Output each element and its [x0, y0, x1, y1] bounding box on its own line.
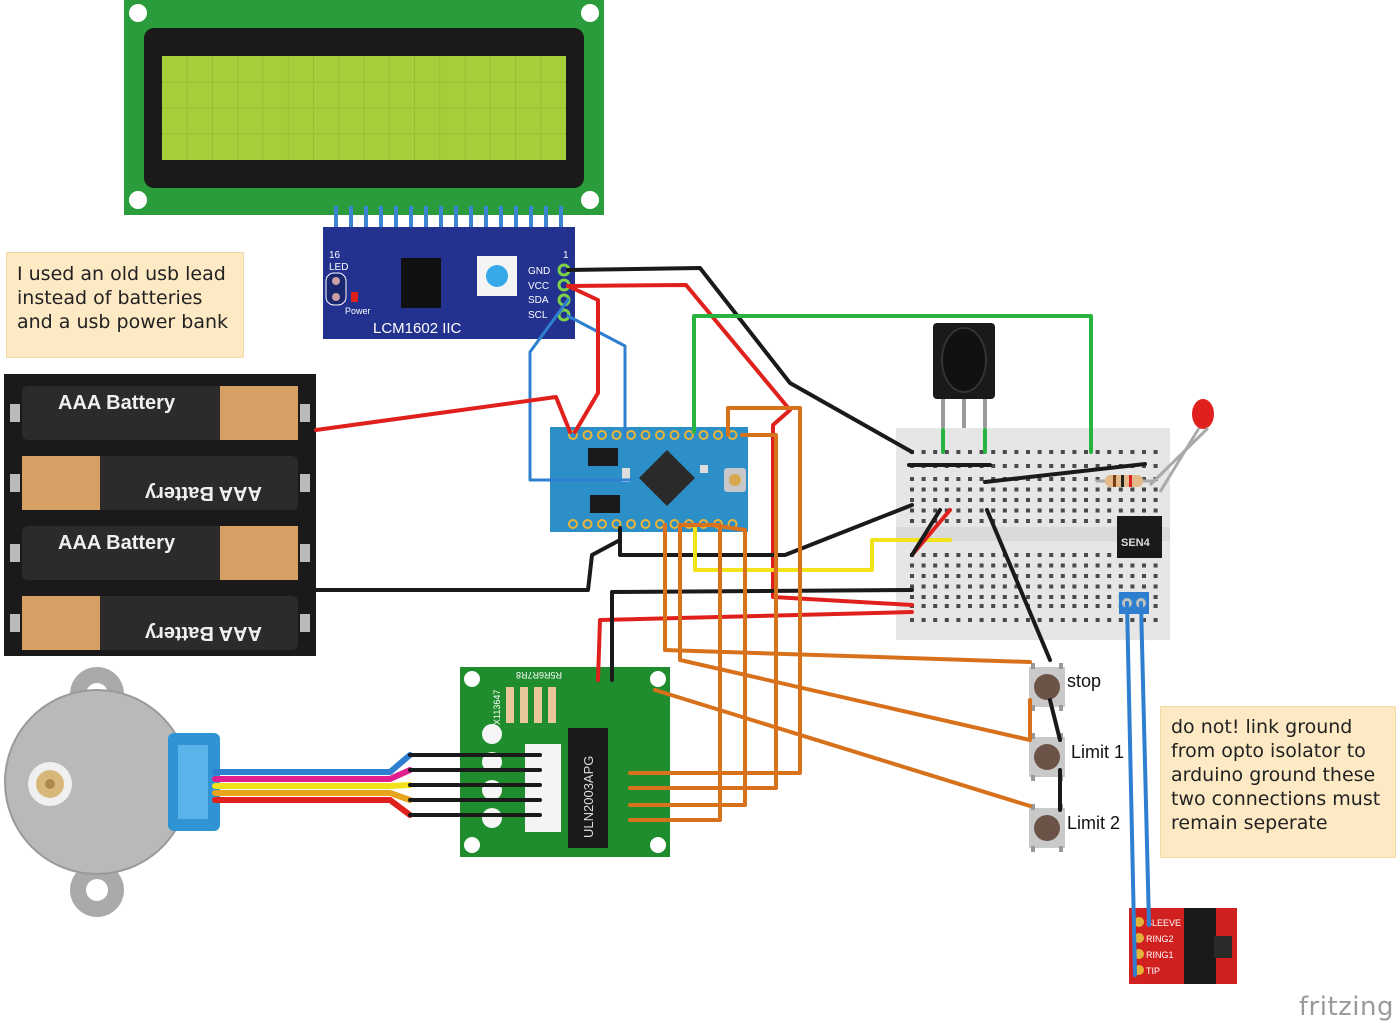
- battery-2: AAA Battery: [10, 456, 310, 510]
- wire-in2: [628, 433, 778, 790]
- driver-code: X113647: [492, 690, 502, 725]
- button-limit1-label: Limit 1: [1071, 742, 1124, 762]
- wire-button-gnd: [985, 508, 1052, 662]
- driver-resistors: R5R6R7R8: [516, 670, 562, 680]
- wire-ard-gnd: [618, 503, 914, 557]
- wire-battery-pos: [314, 395, 572, 434]
- jack-pin-label: RING1: [1146, 950, 1174, 960]
- battery-label: AAA Battery: [144, 482, 262, 504]
- wire-driver-gnd: [610, 588, 914, 682]
- wire-driver-vcc: [596, 610, 914, 682]
- note-usb-line-2: instead of batteries: [17, 287, 203, 309]
- wire-ir-signal: [692, 314, 1093, 454]
- opto-label: SEN4: [1121, 537, 1151, 549]
- pin1-label: 1: [563, 250, 569, 261]
- wire-opto-signal: [693, 523, 952, 572]
- wire-bb-black: [910, 508, 942, 557]
- battery-1: AAA Battery: [10, 386, 310, 440]
- note-ground-line-4: two connections must: [1171, 788, 1381, 810]
- wire-opto-tip: [1125, 601, 1137, 977]
- i2c-module: 16 1 LED Power LCM1602 IIC GND VCC SDA S…: [323, 227, 575, 339]
- wire-gnd-lcd: [566, 266, 914, 454]
- note-usb-line-3: and a usb power bank: [17, 311, 229, 333]
- wire-opto-sleeve: [1139, 601, 1151, 927]
- note-ground-line-2: from opto isolator to: [1171, 740, 1366, 762]
- jack-pin-label: SLEEVE: [1146, 918, 1181, 928]
- wire-motor-4: [212, 790, 413, 803]
- fritzing-watermark: fritzing: [1298, 992, 1394, 1022]
- wire-in4: [628, 523, 747, 807]
- battery-4: AAA Battery: [10, 596, 310, 650]
- wire-battery-neg: [314, 538, 622, 592]
- jack-pin-label: RING2: [1146, 934, 1174, 944]
- i2c-label: LCM1602 IIC: [373, 320, 462, 337]
- wire-button-stop: [663, 523, 1032, 664]
- battery-3: AAA Battery: [10, 526, 310, 580]
- led-label: LED: [329, 262, 348, 273]
- wire-button-limit2: [653, 688, 1032, 808]
- jack-pin-label: TIP: [1146, 966, 1160, 976]
- stepper-motor: [4, 667, 220, 917]
- opto-isolator: SEN4: [1117, 516, 1162, 558]
- wire-led-gnd: [983, 462, 1147, 484]
- battery-label: AAA Battery: [58, 532, 176, 554]
- resistor: [1096, 475, 1155, 487]
- uln2003-driver: X113647 R5R6R7R8 ULN2003APG: [460, 667, 670, 857]
- pin-gnd: GND: [528, 266, 550, 277]
- wire-motor-5: [212, 797, 413, 818]
- driver-chip-label: ULN2003APG: [581, 756, 596, 838]
- battery-label: AAA Battery: [144, 622, 262, 644]
- wire-motor-3: [212, 782, 413, 789]
- wire-button-limit1: [678, 523, 1032, 742]
- pin-vcc: VCC: [528, 281, 549, 292]
- push-button-1: [1029, 663, 1065, 711]
- pin16-label: 16: [329, 250, 341, 261]
- button-limit2-label: Limit 2: [1067, 813, 1120, 833]
- note-ground-line-5: remain seperate: [1171, 812, 1328, 834]
- push-buttons: [1029, 663, 1065, 852]
- power-label: Power: [345, 306, 371, 316]
- opto-terminal: [1119, 592, 1149, 614]
- wire-sda: [528, 298, 632, 482]
- wire-motor-2: [212, 767, 413, 782]
- note-ground: do not! link ground from opto isolator t…: [1160, 706, 1396, 858]
- note-usb-line-1: I used an old usb lead: [17, 263, 226, 285]
- wire-vcc-lcd: [566, 283, 914, 607]
- battery-label: AAA Battery: [58, 392, 176, 414]
- wire-vcc-ard: [566, 284, 600, 434]
- note-ground-line-3: arduino ground these: [1171, 764, 1376, 786]
- wire-in3: [628, 523, 722, 822]
- note-usb: I used an old usb lead instead of batter…: [6, 252, 244, 358]
- button-stop-label: stop: [1067, 671, 1101, 691]
- push-button-3: [1029, 804, 1065, 852]
- wire-scl: [566, 314, 627, 438]
- wire-button-chain1: [1048, 698, 1062, 742]
- wire-motor-1: [212, 752, 413, 775]
- pin-scl: SCL: [528, 310, 548, 321]
- note-ground-line-1: do not! link ground: [1171, 716, 1353, 738]
- red-led: [1148, 399, 1214, 493]
- pin-sda: SDA: [528, 295, 549, 306]
- lcd-display: [124, 0, 604, 215]
